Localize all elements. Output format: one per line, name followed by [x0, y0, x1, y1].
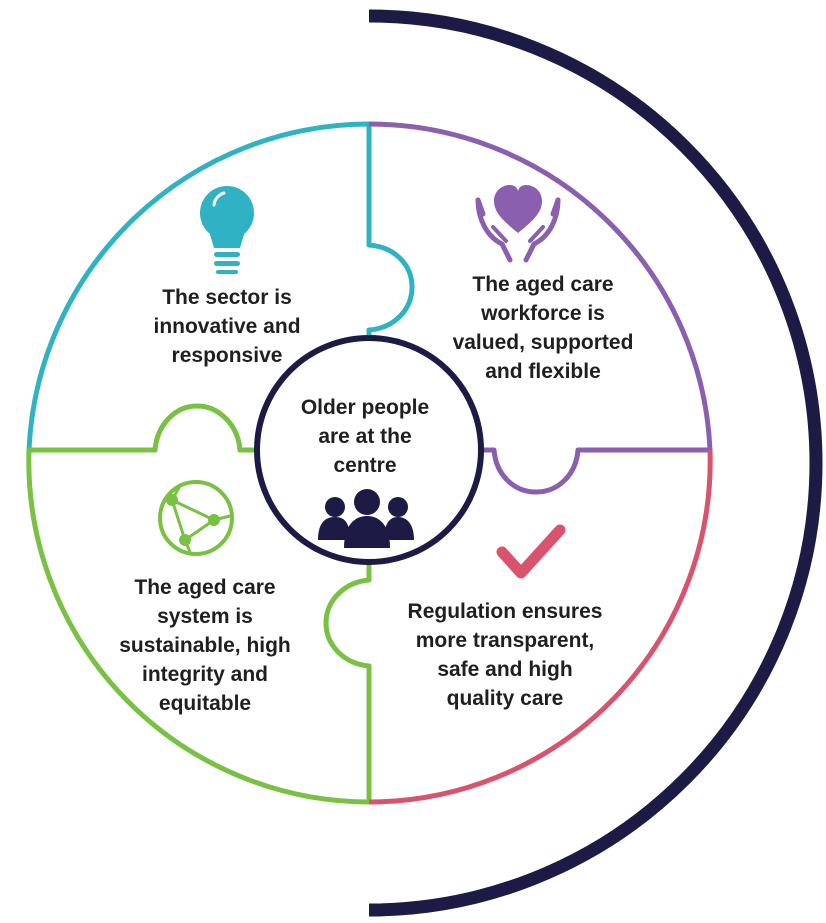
quadrant-text-line: The aged care: [472, 273, 614, 296]
quadrant-text-line: and flexible: [485, 360, 601, 383]
quadrant-text-line: The aged care: [134, 576, 276, 599]
outer-arc: [368, 9, 823, 917]
puzzle-piece-bottom-left-border: [26, 403, 370, 805]
quadrant-text-line: quality care: [446, 687, 564, 710]
quadrant-text-bottom-right: Regulation ensures more transparent, saf…: [380, 597, 630, 713]
puzzle-piece-bottom-right-border: [368, 449, 713, 805]
network-globe-icon: [158, 480, 234, 556]
quadrant-text-top-right: The aged care workforce is valued, suppo…: [428, 270, 658, 386]
centre-text: Older people are at the centre: [265, 393, 465, 480]
quadrant-text-line: valued, supported: [452, 331, 634, 354]
puzzle-piece-top-left-border: [26, 121, 415, 451]
heart-in-hands-icon: [475, 185, 561, 263]
quadrant-text-line: Regulation ensures: [407, 600, 603, 623]
lightbulb-icon: [200, 186, 254, 274]
quadrant-text-line: more transparent,: [415, 629, 595, 652]
quadrant-text-line: innovative and: [153, 315, 301, 338]
quadrant-text-line: safe and high: [437, 658, 573, 681]
checkmark-icon: [496, 524, 566, 579]
puzzle-piece-bottom-left-divider: [323, 556, 372, 802]
centre-text-line: centre: [333, 454, 397, 477]
centre-circle: [254, 335, 484, 565]
quadrant-text-line: workforce is: [481, 302, 605, 325]
quadrant-text-line: integrity and: [141, 663, 268, 686]
quadrant-text-bottom-left: The aged care system is sustainable, hig…: [90, 573, 320, 718]
centre-text-line: are at the: [318, 425, 412, 448]
quadrant-text-line: sustainable, high: [119, 634, 291, 657]
quadrant-text-line: equitable: [158, 692, 252, 715]
centre-text-line: Older people: [300, 396, 430, 419]
quadrant-text-line: responsive: [171, 344, 283, 367]
people-group-icon: [318, 489, 414, 548]
quadrant-text-line: The sector is: [162, 286, 292, 309]
quadrant-text-line: system is: [157, 605, 253, 628]
quadrant-text-top-left: The sector is innovative and responsive: [122, 283, 332, 370]
puzzle-piece-top-right-border: [368, 121, 713, 495]
